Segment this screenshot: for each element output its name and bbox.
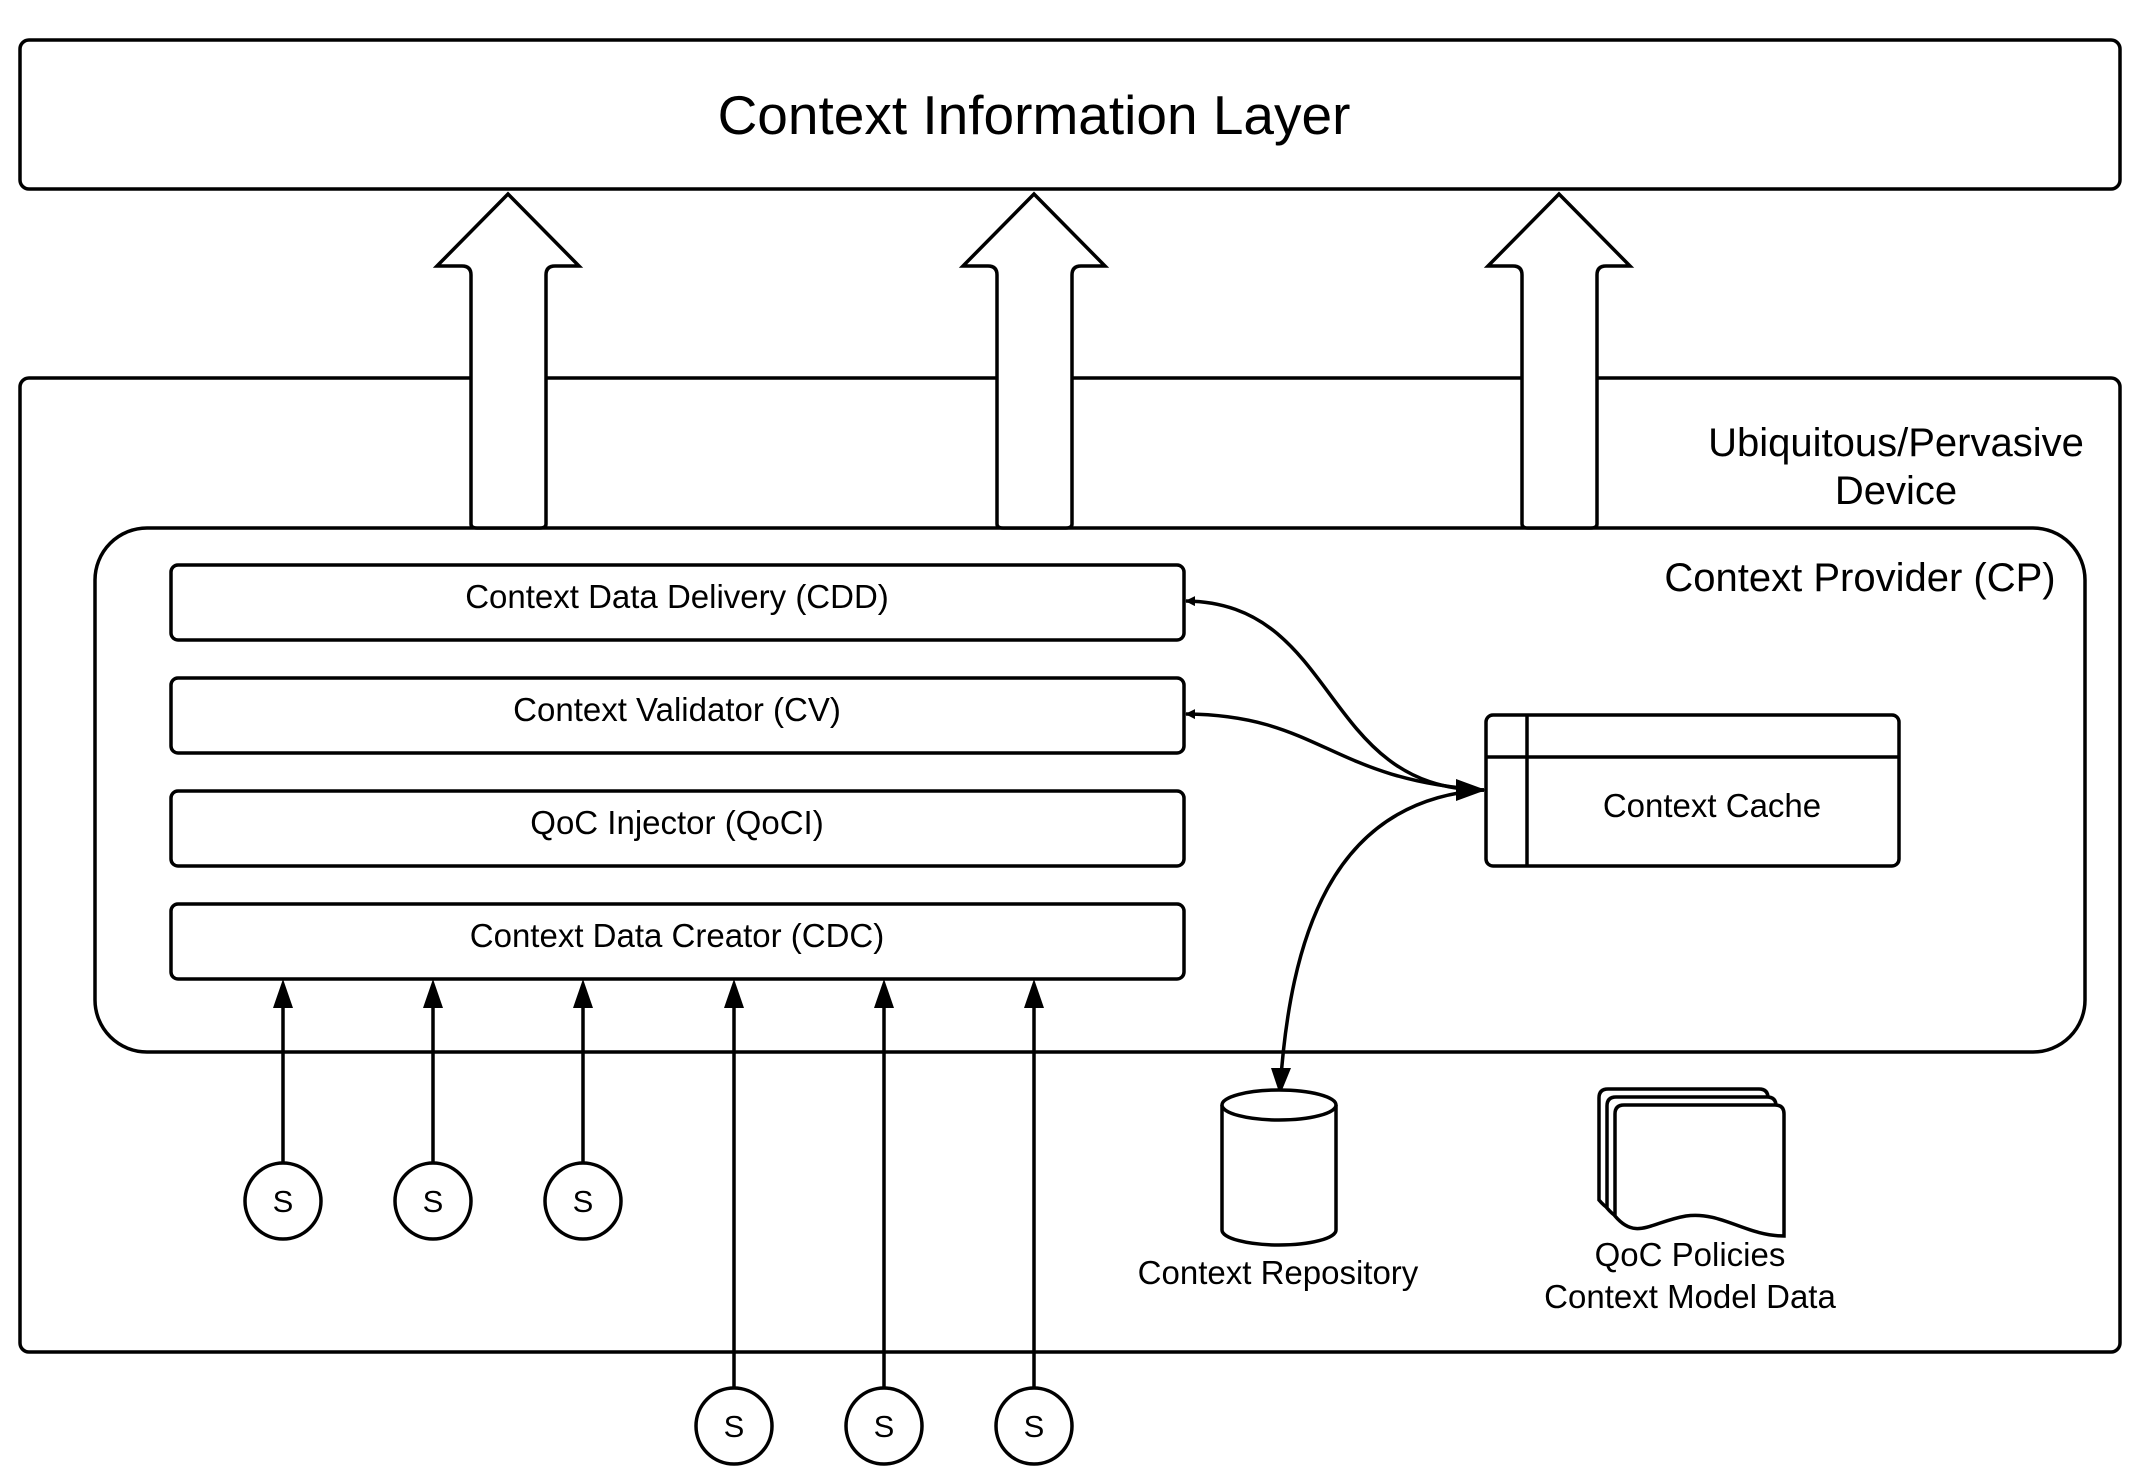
cache-label: Context Cache (1603, 787, 1821, 824)
up-arrow-2 (958, 191, 1110, 530)
cache-to-cdd-connector (1185, 596, 1485, 792)
outer-sensor-1: S (694, 979, 774, 1466)
cv-label: Context Validator (CV) (513, 691, 841, 728)
context-repository: Context Repository (1138, 1088, 1419, 1291)
qoci-label: QoC Injector (QoCI) (530, 804, 823, 841)
inner-sensor-1: S (243, 979, 323, 1241)
qoci-module: QoC Injector (QoCI) (169, 789, 1186, 868)
context-cache: Context Cache (1484, 713, 1901, 868)
cdd-module: Context Data Delivery (CDD) (169, 563, 1186, 642)
cache-arrowhead (1456, 779, 1486, 801)
inner-sensor-3: S (543, 979, 623, 1241)
cdd-label: Context Data Delivery (CDD) (465, 578, 889, 615)
up-arrow-1 (432, 191, 584, 530)
provider-label: Context Provider (CP) (1664, 556, 2055, 600)
documents-label-line2: Context Model Data (1544, 1278, 1836, 1315)
cache-to-cv-connector (1185, 709, 1485, 792)
outer-sensor-2: S (844, 979, 924, 1466)
context-information-layer: Context Information Layer (18, 38, 2122, 191)
device-label-line2: Device (1835, 469, 1957, 513)
sensor-label: S (273, 1184, 294, 1219)
cv-module: Context Validator (CV) (169, 676, 1186, 755)
sensor-label: S (1024, 1409, 1045, 1444)
cdc-label: Context Data Creator (CDC) (470, 917, 884, 954)
cache-to-repository-connector (1278, 788, 1485, 1091)
repository-arrowhead (1271, 1068, 1291, 1095)
documents-stack: QoC Policies Context Model Data (1544, 1087, 1836, 1315)
inner-sensor-2: S (393, 979, 473, 1241)
sensor-label: S (423, 1184, 444, 1219)
sensor-label: S (573, 1184, 594, 1219)
layer-title: Context Information Layer (718, 84, 1351, 146)
sensor-label: S (874, 1409, 895, 1444)
sensor-label: S (724, 1409, 745, 1444)
up-arrow-3 (1483, 191, 1635, 530)
outer-sensor-3: S (994, 979, 1074, 1466)
cdc-module: Context Data Creator (CDC) (169, 902, 1186, 981)
documents-label-line1: QoC Policies (1595, 1236, 1786, 1273)
device-label-line1: Ubiquitous/Pervasive (1708, 421, 2084, 465)
repository-label: Context Repository (1138, 1254, 1419, 1291)
